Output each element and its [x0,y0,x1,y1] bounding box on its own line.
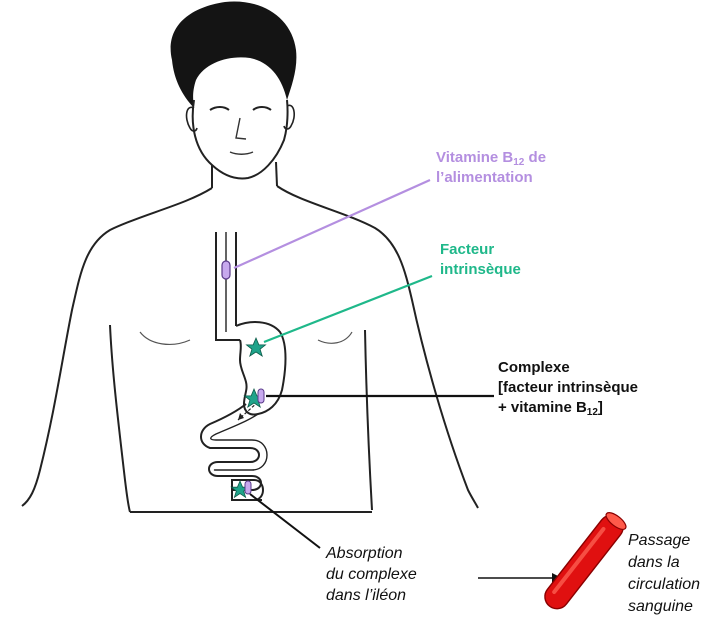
passage-label-line1: Passage [628,530,700,552]
factor-leader-line [264,276,432,342]
vitamin-label-line2: l’alimentation [436,168,546,188]
green-star-icon [247,338,266,356]
absorption-label-line1: Absorption [326,543,417,564]
hair [171,1,297,108]
left-arm-inner [110,325,130,512]
absorption-label: Absorption du complexe dans l’iléon [326,543,417,606]
transit-arrow-1-head [238,413,244,420]
passage-label-line3: circulation [628,574,700,596]
complex-label-line3-sub: 12 [587,407,598,418]
passage-label-line4: sanguine [628,596,700,618]
vitamin-label-pre: Vitamine B [436,149,513,166]
complex-label-line1: Complexe [498,358,638,378]
nose [236,118,246,139]
absorption-leader-line [250,494,320,548]
complex-label: Complexe [facteur intrinsèque + vitamine… [498,358,638,418]
right-pectoral [318,332,352,343]
purple-capsule-icon [222,261,230,279]
head-outline [193,100,288,178]
red-tube-icon [540,510,628,614]
torso-left-outline [22,188,212,506]
right-eye [253,107,271,110]
right-ear [284,105,294,129]
mouth [230,152,253,154]
complex-label-line3-post: ] [598,399,603,416]
factor-label: Facteur intrinsèque [440,240,521,280]
complex-label-line2: [facteur intrinsèque [498,378,638,398]
vitamin-leader-line [234,180,430,268]
complex-label-line3-pre: + vitamine B [498,399,587,416]
passage-label: Passage dans la circulation sanguine [628,530,700,618]
vitamin-label-post: de [524,149,546,166]
neck-right [276,162,277,186]
factor-label-line1: Facteur [440,240,521,260]
absorption-label-line2: du complexe [326,564,417,585]
purple-capsule-icon [258,389,264,403]
right-arm-inner [365,330,372,510]
purple-capsule-icon [245,481,251,494]
passage-label-line2: dans la [628,552,700,574]
left-pectoral [140,332,190,344]
vitamin-label: Vitamine B12 de l’alimentation [436,148,546,188]
left-eye [210,107,229,110]
factor-label-line2: intrinsèque [440,260,521,280]
absorption-label-line3: dans l’iléon [326,585,417,606]
vitamin-label-sub: 12 [513,157,524,168]
